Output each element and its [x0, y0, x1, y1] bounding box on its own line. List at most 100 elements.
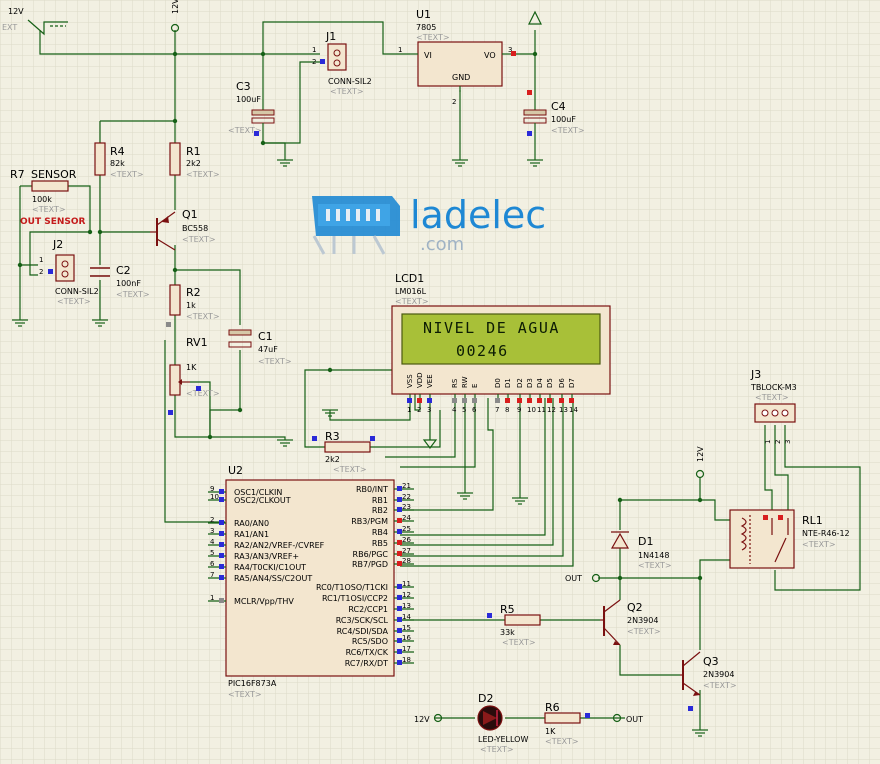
- r6-resistor[interactable]: R6 1K <TEXT>: [544, 701, 590, 746]
- c1-capacitor[interactable]: C1 47uF <TEXT>: [228, 329, 292, 366]
- rl1-relay[interactable]: RL1 NTE-R46-12 <TEXT>: [729, 509, 850, 569]
- lcd-pin-d5: D5: [546, 378, 554, 388]
- q1-text: <TEXT>: [182, 235, 216, 244]
- q2-transistor[interactable]: Q2 2N3904 <TEXT>: [600, 599, 661, 646]
- r4-value: 82k: [110, 159, 125, 168]
- j1-pin1: 1: [312, 46, 316, 54]
- lcd-pin-e: E: [471, 384, 479, 388]
- u2-pin-marker: [397, 497, 402, 502]
- u2-pin-15-number: 15: [402, 624, 411, 632]
- d1-diode[interactable]: D1 1N4148 <TEXT>: [610, 531, 672, 570]
- u2-pin-21-number: 21: [402, 482, 411, 490]
- lcd-pin-labels: VSS1VDD2VEE3RS4RW5E6D07D18D29D310D411D51…: [406, 372, 578, 414]
- u2-pin-14-name: RC3/SCK/SCL: [336, 616, 389, 625]
- lcd-pin-marker: [417, 398, 422, 403]
- r3-resistor[interactable]: R3 2k2 <TEXT>: [312, 430, 375, 474]
- lcd-pin-rs: RS: [451, 378, 459, 388]
- r2-resistor[interactable]: R2 1k <TEXT>: [166, 284, 220, 327]
- vcc-terminal-top[interactable]: 12V: [170, 0, 180, 33]
- out-terminal-led[interactable]: OUT: [612, 713, 644, 725]
- j3-terminal-block[interactable]: J3 TBLOCK-M3 <TEXT> 1 2 3: [750, 368, 797, 444]
- d2-led[interactable]: D2 LED-YELLOW <TEXT>: [477, 692, 528, 754]
- ext-terminal[interactable]: 12V EXT: [2, 7, 68, 36]
- u2-pin-marker: [397, 606, 402, 611]
- u2-pin-marker: [397, 518, 402, 523]
- out-net-label[interactable]: OUT: [565, 573, 601, 583]
- c4-capacitor[interactable]: C4 100uF <TEXT>: [523, 90, 585, 136]
- lcd-pin-marker: [427, 398, 432, 403]
- c3-value: 100uF: [236, 95, 261, 104]
- lcd-pin-vdd: VDD: [416, 372, 424, 388]
- vcc-label-top: 12V: [171, 0, 180, 14]
- q2-value: 2N3904: [627, 616, 658, 625]
- lcd-pin-number: 6: [472, 406, 477, 414]
- r1-resistor[interactable]: R1 2k2 <TEXT>: [169, 142, 220, 179]
- lcd-pin-marker: [452, 398, 457, 403]
- u2-pin-12-number: 12: [402, 591, 411, 599]
- u2-pin-16-number: 16: [402, 634, 411, 642]
- ext-vcc-label: 12V: [8, 7, 24, 16]
- lcd1-display[interactable]: LCD1 LM016L <TEXT> NIVEL DE AGUA 00246 V…: [391, 272, 611, 414]
- c3-capacitor[interactable]: C3 100uF <TEXT>: [228, 80, 275, 136]
- u2-pin-13-name: RC2/CCP1: [348, 605, 388, 614]
- lcd1-value: LM016L: [395, 287, 427, 296]
- rv1-potentiometer[interactable]: RV1 1K <TEXT>: [168, 336, 220, 415]
- ext-label: EXT: [2, 23, 17, 32]
- u2-ref: U2: [228, 464, 243, 477]
- u2-pin-11-name: RC0/T1OSO/T1CKI: [316, 583, 388, 592]
- u2-pin-13-number: 13: [402, 602, 411, 610]
- out-sensor-label: OUT SENSOR: [20, 217, 86, 227]
- u2-pin-marker: [397, 628, 402, 633]
- c1-ref: C1: [258, 330, 273, 343]
- c2-capacitor[interactable]: C2 100nF <TEXT>: [90, 264, 150, 299]
- u2-pin-18-name: RC7/RX/DT: [345, 659, 388, 668]
- u2-pin-marker: [397, 660, 402, 665]
- j2-connector[interactable]: J2 1 2 CONN-SIL2 <TEXT>: [39, 238, 99, 306]
- watermark-domain: .com: [420, 234, 464, 255]
- lcd-pin-marker: [517, 398, 522, 403]
- r4-ref: R4: [110, 145, 125, 158]
- lcd-pin-marker: [495, 398, 500, 403]
- u1-regulator[interactable]: U1 7805 <TEXT> VI VO GND 1 3 2: [398, 8, 516, 106]
- u2-pin-3-number: 3: [210, 527, 214, 535]
- lcd-pin-marker: [569, 398, 574, 403]
- lcd-pin-rw: RW: [461, 376, 469, 388]
- lcd-pin-vee: VEE: [426, 374, 434, 388]
- r7-resistor[interactable]: R7 SENSOR 100k <TEXT> OUT SENSOR: [10, 168, 86, 227]
- u2-pin-5-name: RA3/AN3/VREF+: [234, 552, 299, 561]
- vout-arrow: [528, 10, 542, 25]
- u1-value: 7805: [416, 23, 436, 32]
- u2-pin-marker: [219, 489, 224, 494]
- d1-ref: D1: [638, 535, 653, 548]
- q3-transistor[interactable]: Q3 2N3904 <TEXT>: [680, 651, 737, 711]
- lcd-pin-number: 1: [407, 406, 411, 414]
- r5-resistor[interactable]: R5 33k <TEXT>: [487, 603, 541, 647]
- q2-text: <TEXT>: [627, 627, 661, 636]
- vcc-terminal-relay[interactable]: 12V: [695, 446, 705, 479]
- out-label-led: OUT: [626, 715, 643, 724]
- q1-transistor[interactable]: Q1 BC558 <TEXT>: [150, 208, 216, 251]
- rl1-ref: RL1: [802, 514, 823, 527]
- u2-pin-14-number: 14: [402, 613, 411, 621]
- u2-pin-16-name: RC5/SDO: [352, 637, 388, 646]
- vcc-terminal-led[interactable]: 12V: [414, 713, 443, 725]
- lcd-pin-d0: D0: [494, 378, 502, 388]
- u2-pin-marker: [219, 542, 224, 547]
- lcd-pin-number: 3: [427, 406, 431, 414]
- wires: [19, 21, 861, 730]
- u2-pin-marker: [219, 564, 224, 569]
- u2-pin-17-number: 17: [402, 645, 411, 653]
- u2-pin-4-name: RA2/AN2/VREF-/CVREF: [234, 541, 325, 550]
- j1-connector[interactable]: J1 1 2 CONN-SIL2 <TEXT>: [312, 30, 372, 96]
- r1-value: 2k2: [186, 159, 201, 168]
- u2-microcontroller[interactable]: U2 OSC1/CLKIN9OSC2/CLKOUT10RA0/AN02RA1/A…: [208, 464, 414, 699]
- r1-text: <TEXT>: [186, 170, 220, 179]
- j2-pin2: 2: [39, 268, 43, 276]
- j1-text: <TEXT>: [330, 87, 364, 96]
- u2-pin-marker: [219, 497, 224, 502]
- r6-value: 1K: [545, 727, 556, 736]
- lcd-pin-number: 9: [517, 406, 521, 414]
- u2-pin-1-name: MCLR/Vpp/THV: [234, 597, 294, 606]
- r4-resistor[interactable]: R4 82k <TEXT>: [94, 142, 144, 179]
